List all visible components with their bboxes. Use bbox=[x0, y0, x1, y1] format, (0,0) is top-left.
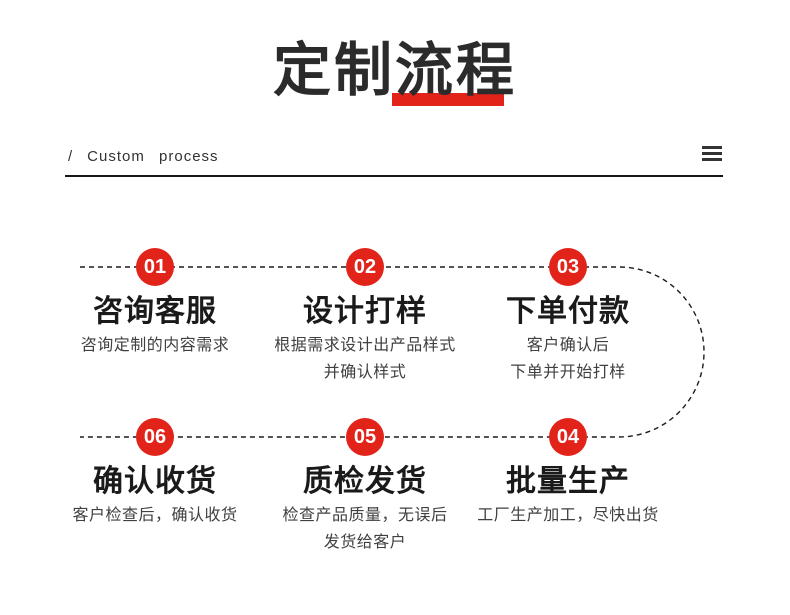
subtitle-text: Custom process bbox=[87, 148, 219, 165]
step-description: 检查产品质量，无误后 发货给客户 bbox=[245, 502, 485, 556]
step-description: 客户确认后 下单并开始打样 bbox=[448, 332, 688, 386]
step-title: 下单付款 bbox=[506, 295, 630, 328]
step-description-line: 检查产品质量，无误后 bbox=[282, 507, 448, 524]
process-step-1: 01 咨询客服 咨询定制的内容需求 bbox=[35, 248, 275, 359]
step-description-line: 工厂生产加工，尽快出货 bbox=[477, 507, 659, 524]
step-description-line: 发货给客户 bbox=[323, 534, 407, 551]
hamburger-icon bbox=[702, 146, 722, 164]
step-number-badge: 03 bbox=[549, 248, 587, 286]
step-description-line: 咨询定制的内容需求 bbox=[80, 337, 230, 354]
step-title: 批量生产 bbox=[506, 465, 630, 498]
hamburger-icon-bar bbox=[702, 146, 722, 149]
step-description: 咨询定制的内容需求 bbox=[35, 332, 275, 359]
step-number-badge: 06 bbox=[136, 418, 174, 456]
step-title: 咨询客服 bbox=[93, 295, 217, 328]
step-description: 客户检查后，确认收货 bbox=[35, 502, 275, 529]
step-description-line: 并确认样式 bbox=[323, 364, 407, 381]
slash-decorator: / bbox=[68, 148, 74, 165]
hamburger-icon-bar bbox=[702, 152, 722, 155]
step-description-line: 客户检查后，确认收货 bbox=[72, 507, 238, 524]
subtitle-row: / Custom process bbox=[68, 148, 219, 165]
step-title: 确认收货 bbox=[93, 465, 217, 498]
process-step-2: 02 设计打样 根据需求设计出产品样式 并确认样式 bbox=[245, 248, 485, 386]
page-title: 定制流程 bbox=[272, 38, 517, 103]
step-description-line: 根据需求设计出产品样式 bbox=[274, 337, 456, 354]
hamburger-icon-bar bbox=[702, 158, 722, 161]
process-step-5: 05 质检发货 检查产品质量，无误后 发货给客户 bbox=[245, 418, 485, 556]
step-number-badge: 02 bbox=[346, 248, 384, 286]
process-step-6: 06 确认收货 客户检查后，确认收货 bbox=[35, 418, 275, 529]
step-title: 设计打样 bbox=[303, 295, 427, 328]
title-underline bbox=[392, 93, 504, 106]
step-number-badge: 04 bbox=[549, 418, 587, 456]
step-description-line: 客户确认后 bbox=[526, 337, 610, 354]
step-description-line: 下单并开始打样 bbox=[510, 364, 626, 381]
process-step-4: 04 批量生产 工厂生产加工，尽快出货 bbox=[448, 418, 688, 529]
step-number-badge: 01 bbox=[136, 248, 174, 286]
step-title: 质检发货 bbox=[303, 465, 427, 498]
process-step-3: 03 下单付款 客户确认后 下单并开始打样 bbox=[448, 248, 688, 386]
step-number-badge: 05 bbox=[346, 418, 384, 456]
header-divider bbox=[65, 175, 723, 177]
step-description: 根据需求设计出产品样式 并确认样式 bbox=[245, 332, 485, 386]
step-description: 工厂生产加工，尽快出货 bbox=[448, 502, 688, 529]
